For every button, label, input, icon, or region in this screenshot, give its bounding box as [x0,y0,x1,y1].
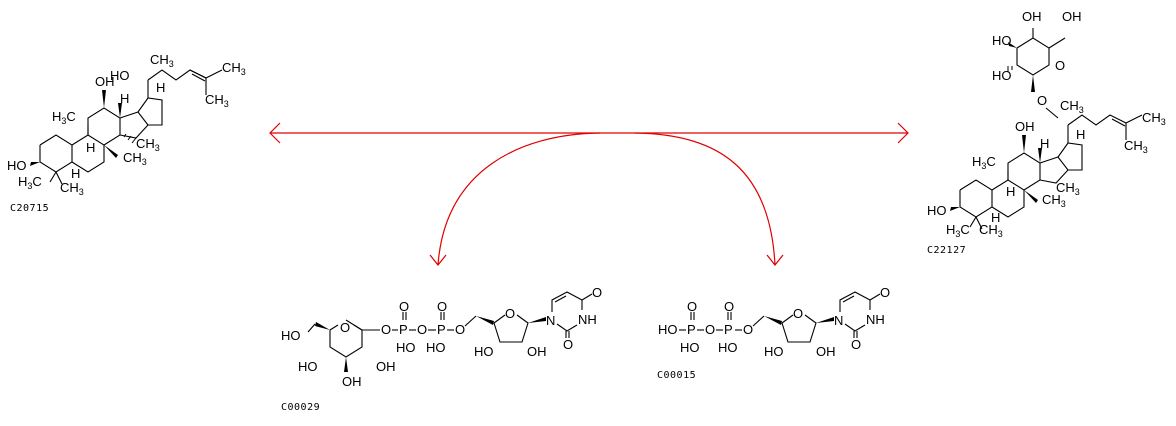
atom-label: CH3 [1142,110,1166,127]
atom-label: O [1037,93,1047,108]
compound-label-c00029[interactable]: C00029 [281,402,321,413]
atom-label: H [1076,127,1085,142]
atom-label: HO [7,158,27,173]
atom-label: H [86,140,95,155]
atom-label: CH3 [136,136,160,153]
atom-label: H3C [946,222,970,239]
atom-label: O [880,285,890,300]
compound-c00015-structure[interactable]: HO P O HO O P O HO O O HO OH N O NH O [658,285,890,359]
atom-label: CH3 [1124,138,1148,155]
atom-label: CH3 [205,92,229,109]
atom-label: O [455,322,465,337]
atom-label: HO [298,359,318,374]
atom-label: CH3 [979,222,1003,239]
atom-label: HO [110,68,130,83]
atom-label: OH [527,344,547,359]
atom-label: O [724,299,734,314]
atom-label: HO [992,33,1012,48]
atom-label: H [1006,184,1015,199]
atom-label: O [592,285,602,300]
atom-label: HO [718,340,738,355]
atom-label: CH3 [60,180,84,197]
atom-label: HO [764,344,784,359]
atom-label: O [417,322,427,337]
atom-label: H3C [18,174,42,191]
atom-label: CH3 [1042,192,1066,209]
atom-label: P [687,322,696,337]
coproduct-arrow[interactable] [634,132,784,266]
atom-label: NH [866,312,885,327]
cosubstrate-arrow[interactable] [429,132,601,266]
reaction-arrows [269,122,909,266]
atom-label: OH [342,374,362,389]
atom-label: OH [816,344,836,359]
atom-label: OH [95,74,115,89]
compound-c00029-structure[interactable]: O HO HO OH OH O P O HO O P O HO O O HO O… [281,285,602,389]
atom-label: P [399,322,408,337]
atom-label: P [437,322,446,337]
atom-label: P [724,322,733,337]
atom-label: O [399,299,409,314]
atom-label: H [71,166,80,181]
atom-label: OH [1062,9,1082,24]
atom-label: OH [1022,9,1042,24]
atom-label: O [381,322,391,337]
atom-label: O [340,320,350,335]
atom-label: H3C [972,154,996,171]
compound-c22127-structure[interactable]: HO OH OH HO O O HO H3C CH3 H3C OH CH3 CH… [927,9,1166,239]
atom-label: CH3 [222,60,246,77]
compound-label-c20715[interactable]: C20715 [10,203,50,214]
atom-label: OH [376,359,396,374]
atom-label: O [793,306,803,321]
atom-label: CH3 [1056,180,1080,197]
atom-label: N [546,313,555,328]
atom-label: HO [426,340,446,355]
atom-label: CH3 [123,150,147,167]
atom-label: H3C [52,109,76,126]
atom-label: H [1040,136,1049,151]
atom-label: O [851,337,861,352]
atom-label: HO [474,344,494,359]
atom-label: O [437,299,447,314]
atom-label: HO [927,203,947,218]
atom-label: H [156,80,165,95]
compound-label-c22127[interactable]: C22127 [927,245,967,256]
atom-label: CH3 [1060,98,1084,115]
atom-label: O [743,322,753,337]
atom-label: H [991,210,1000,225]
atom-label: N [834,313,843,328]
atom-label: HO [281,328,301,343]
atom-label: HO [658,322,678,337]
atom-label: HO [396,340,416,355]
compound-c20715-structure[interactable]: HO H3C CH3 H3C OH HO CH3 CH3 CH3 CH3 CH3… [7,52,246,197]
atom-label: O [563,337,573,352]
atom-label: O [705,322,715,337]
atom-label: O [1055,58,1065,73]
atom-label: NH [578,312,597,327]
atom-label: H [120,91,129,106]
atom-label: CH3 [150,52,174,69]
atom-label: O [687,299,697,314]
atom-label: HO [680,340,700,355]
atom-label: O [505,306,515,321]
compound-label-c00015[interactable]: C00015 [657,370,697,381]
atom-label: HO [992,68,1012,83]
atom-label: OH [1015,119,1035,134]
